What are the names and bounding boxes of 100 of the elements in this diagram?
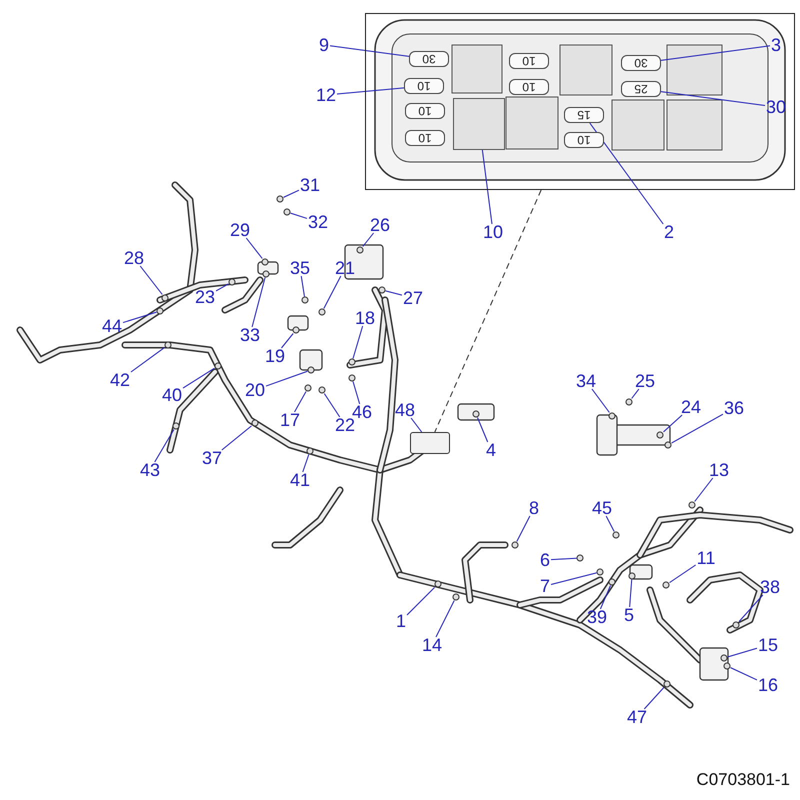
fastener-point bbox=[628, 572, 636, 580]
callout-number: 27 bbox=[402, 288, 424, 308]
fastener-point bbox=[214, 362, 222, 370]
fastener-point bbox=[228, 278, 236, 286]
detail-line bbox=[434, 190, 542, 432]
fastener-point bbox=[688, 502, 696, 508]
leader-line bbox=[663, 414, 683, 432]
fastener-point bbox=[512, 542, 518, 548]
callout-number: 22 bbox=[334, 415, 356, 435]
leader-line bbox=[283, 190, 300, 198]
fuse: 30 bbox=[409, 51, 449, 67]
leader-line bbox=[629, 579, 632, 608]
callout-number: 8 bbox=[529, 498, 539, 518]
leader-line bbox=[140, 266, 163, 295]
callout-number: 6 bbox=[540, 550, 550, 570]
leader-line bbox=[550, 558, 577, 560]
fastener-point bbox=[378, 286, 386, 294]
fastener-point bbox=[292, 326, 300, 334]
leader-line bbox=[330, 45, 410, 57]
leader-line bbox=[324, 393, 340, 418]
fastener-point bbox=[318, 308, 326, 316]
callout-number: 31 bbox=[300, 175, 320, 195]
callout-number: 37 bbox=[202, 448, 222, 468]
callout-number: 17 bbox=[280, 410, 300, 430]
fastener-point bbox=[724, 662, 730, 670]
relay bbox=[453, 98, 505, 150]
callout-number: 35 bbox=[290, 258, 310, 278]
leader-line bbox=[122, 312, 157, 324]
leader-line bbox=[550, 572, 597, 585]
leader-line bbox=[352, 326, 364, 359]
leader-line bbox=[352, 381, 360, 404]
leader-line bbox=[606, 516, 615, 532]
callout-number: 4 bbox=[486, 440, 496, 460]
fastener-point bbox=[576, 554, 584, 562]
fastener-point bbox=[262, 258, 268, 266]
fastener-point bbox=[664, 442, 672, 448]
leader-line bbox=[302, 454, 310, 472]
fastener-point bbox=[252, 420, 258, 426]
callout-number: 12 bbox=[316, 85, 336, 105]
callout-number: 36 bbox=[724, 398, 744, 418]
leader-line bbox=[154, 429, 174, 462]
fuse: 10 bbox=[564, 132, 604, 148]
leader-line bbox=[246, 238, 263, 259]
fastener-point bbox=[596, 568, 604, 576]
fastener-point bbox=[302, 296, 308, 304]
leader-line bbox=[280, 333, 294, 348]
callout-number: 44 bbox=[102, 316, 122, 336]
callout-number: 1 bbox=[396, 611, 406, 631]
fuse-box-part bbox=[410, 432, 450, 454]
callout-number: 48 bbox=[394, 400, 416, 420]
fastener-point bbox=[664, 680, 670, 688]
leader-line bbox=[600, 585, 611, 610]
callout-number: 41 bbox=[290, 470, 310, 490]
leader-line bbox=[182, 368, 215, 389]
callout-number: 14 bbox=[422, 635, 442, 655]
leader-line bbox=[294, 391, 307, 412]
leader-line bbox=[694, 478, 714, 502]
leader-line bbox=[730, 667, 758, 680]
fastener-point bbox=[162, 294, 168, 302]
leader-line bbox=[669, 564, 696, 584]
leader-line bbox=[671, 414, 724, 444]
fastener-point bbox=[608, 412, 616, 420]
leader-line bbox=[727, 648, 758, 658]
callout-number: 40 bbox=[162, 385, 182, 405]
fuse: 10 bbox=[509, 79, 549, 95]
callout-number: 33 bbox=[240, 325, 260, 345]
leader-line bbox=[266, 370, 308, 387]
leader-line bbox=[300, 276, 305, 297]
leader-line bbox=[221, 425, 252, 450]
callout-number: 16 bbox=[758, 675, 778, 695]
callout-number: 7 bbox=[540, 576, 550, 596]
fastener-point bbox=[308, 366, 314, 374]
callout-number: 9 bbox=[319, 35, 329, 55]
callout-number: 43 bbox=[140, 460, 160, 480]
callout-number: 3 bbox=[771, 35, 781, 55]
leader-line bbox=[406, 587, 435, 616]
leader-line bbox=[589, 122, 664, 224]
callout-number: 23 bbox=[194, 287, 216, 307]
fastener-point bbox=[318, 386, 326, 394]
callout-number: 13 bbox=[708, 460, 730, 480]
callout-number: 26 bbox=[370, 215, 390, 235]
callout-number: 45 bbox=[592, 498, 612, 518]
callout-number: 29 bbox=[230, 220, 250, 240]
leader-line bbox=[130, 347, 165, 372]
leader-line bbox=[516, 516, 530, 542]
leader-line bbox=[476, 417, 488, 442]
fastener-point bbox=[306, 448, 314, 454]
callout-number: 10 bbox=[482, 222, 504, 242]
leader-line bbox=[290, 212, 308, 219]
leader-line bbox=[591, 388, 610, 413]
fastener-point bbox=[276, 196, 284, 202]
callout-number: 28 bbox=[124, 248, 144, 268]
callout-number: 20 bbox=[244, 380, 266, 400]
leader-line bbox=[336, 87, 404, 94]
fuse: 25 bbox=[621, 81, 661, 97]
callout-number: 39 bbox=[586, 607, 608, 627]
leader-line bbox=[738, 594, 764, 622]
fuse: 10 bbox=[405, 103, 445, 119]
leader-line bbox=[410, 418, 422, 432]
drawing-number: C0703801-1 bbox=[696, 770, 790, 790]
